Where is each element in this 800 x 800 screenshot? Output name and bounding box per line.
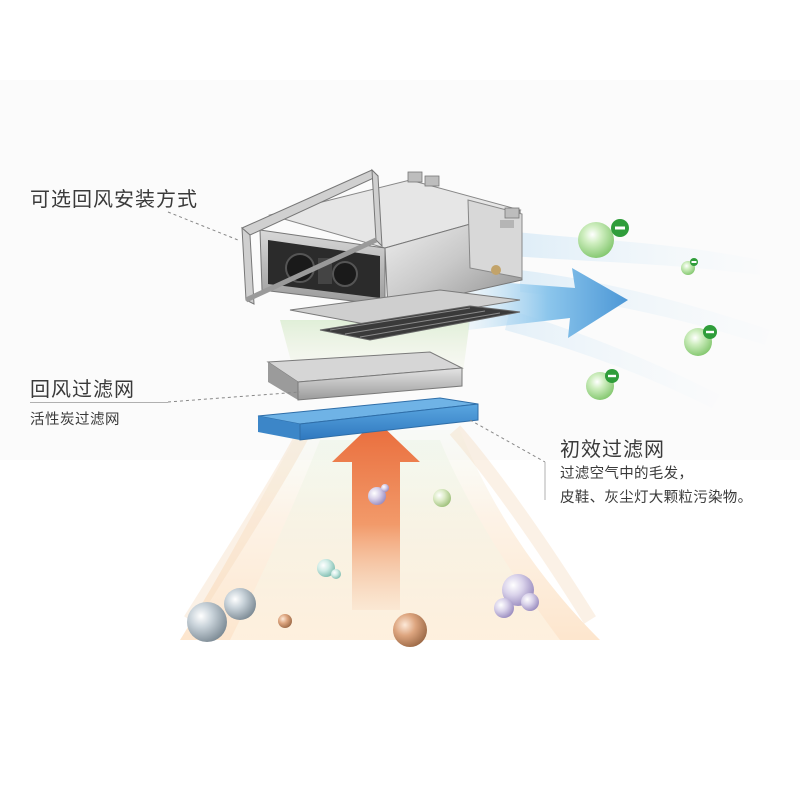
primary-filter-desc-line-2: 皮鞋、灰尘灯大颗粒污染物。 xyxy=(560,490,753,506)
label-carbon-filter: 活性炭过滤网 xyxy=(30,412,120,428)
supply-air-arrow xyxy=(468,268,628,338)
divider xyxy=(30,402,168,403)
label-return-air-filter: 回风过滤网 xyxy=(30,377,135,401)
ducted-unit xyxy=(241,168,523,341)
return-air-arrow xyxy=(332,420,420,610)
leader-return-filter xyxy=(167,391,301,403)
clean-air-particles xyxy=(578,219,717,400)
primary-filter-desc-line-1: 过滤空气中的毛发， xyxy=(560,466,694,482)
label-return-air-install: 可选回风安装方式 xyxy=(30,187,198,211)
label-primary-filter: 初效过滤网 xyxy=(560,437,665,461)
pollutant-particles xyxy=(187,484,539,647)
leader-primary-filter xyxy=(469,419,546,463)
leader-return-install xyxy=(167,211,239,241)
